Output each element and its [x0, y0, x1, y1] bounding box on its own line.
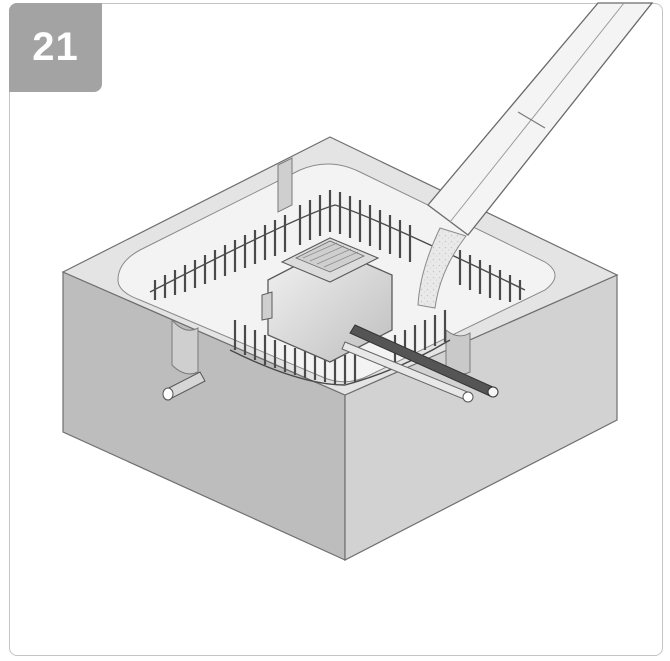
- concrete-stream: [417, 227, 467, 309]
- rim-notch-left: [171, 318, 199, 375]
- conduit-pipes: [162, 324, 499, 403]
- step-number-badge: 21: [9, 3, 102, 92]
- rim-notch-back: [277, 157, 293, 213]
- pour-chute: [427, 2, 654, 236]
- junction-box: [261, 237, 393, 363]
